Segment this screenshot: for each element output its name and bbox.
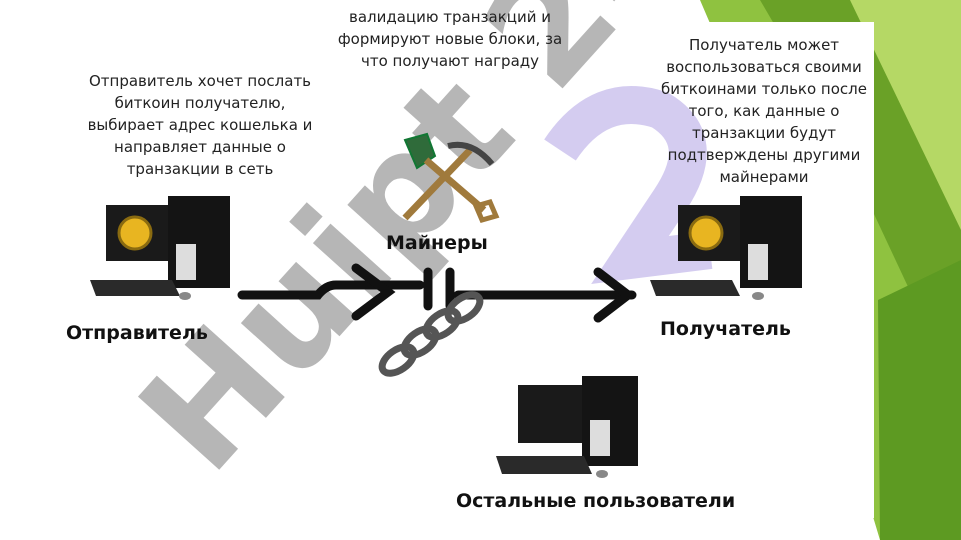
shovel-pickaxe-icon bbox=[402, 132, 500, 224]
sender-computer-icon bbox=[90, 196, 230, 300]
arrow-left-head bbox=[351, 263, 396, 321]
receiver-description: Получатель может воспользоваться своими … bbox=[661, 36, 867, 186]
miners-description: валидацию транзакций и формируют новые б… bbox=[337, 8, 563, 70]
chain-icon bbox=[378, 291, 484, 377]
miners-label: Майнеры bbox=[386, 232, 488, 254]
watermark-purple-stroke bbox=[544, 86, 713, 285]
line-left bbox=[237, 280, 425, 300]
others-computer-icon bbox=[496, 376, 638, 478]
others-label: Остальные пользователи bbox=[456, 490, 736, 512]
sender-description: Отправитель хочет послать биткоин получа… bbox=[87, 72, 313, 178]
receiver-computer-icon bbox=[650, 196, 802, 300]
sender-label: Отправитель bbox=[66, 322, 208, 344]
arrow-right-head bbox=[593, 267, 636, 323]
receiver-label: Получатель bbox=[660, 318, 791, 340]
transaction-line bbox=[237, 263, 637, 323]
